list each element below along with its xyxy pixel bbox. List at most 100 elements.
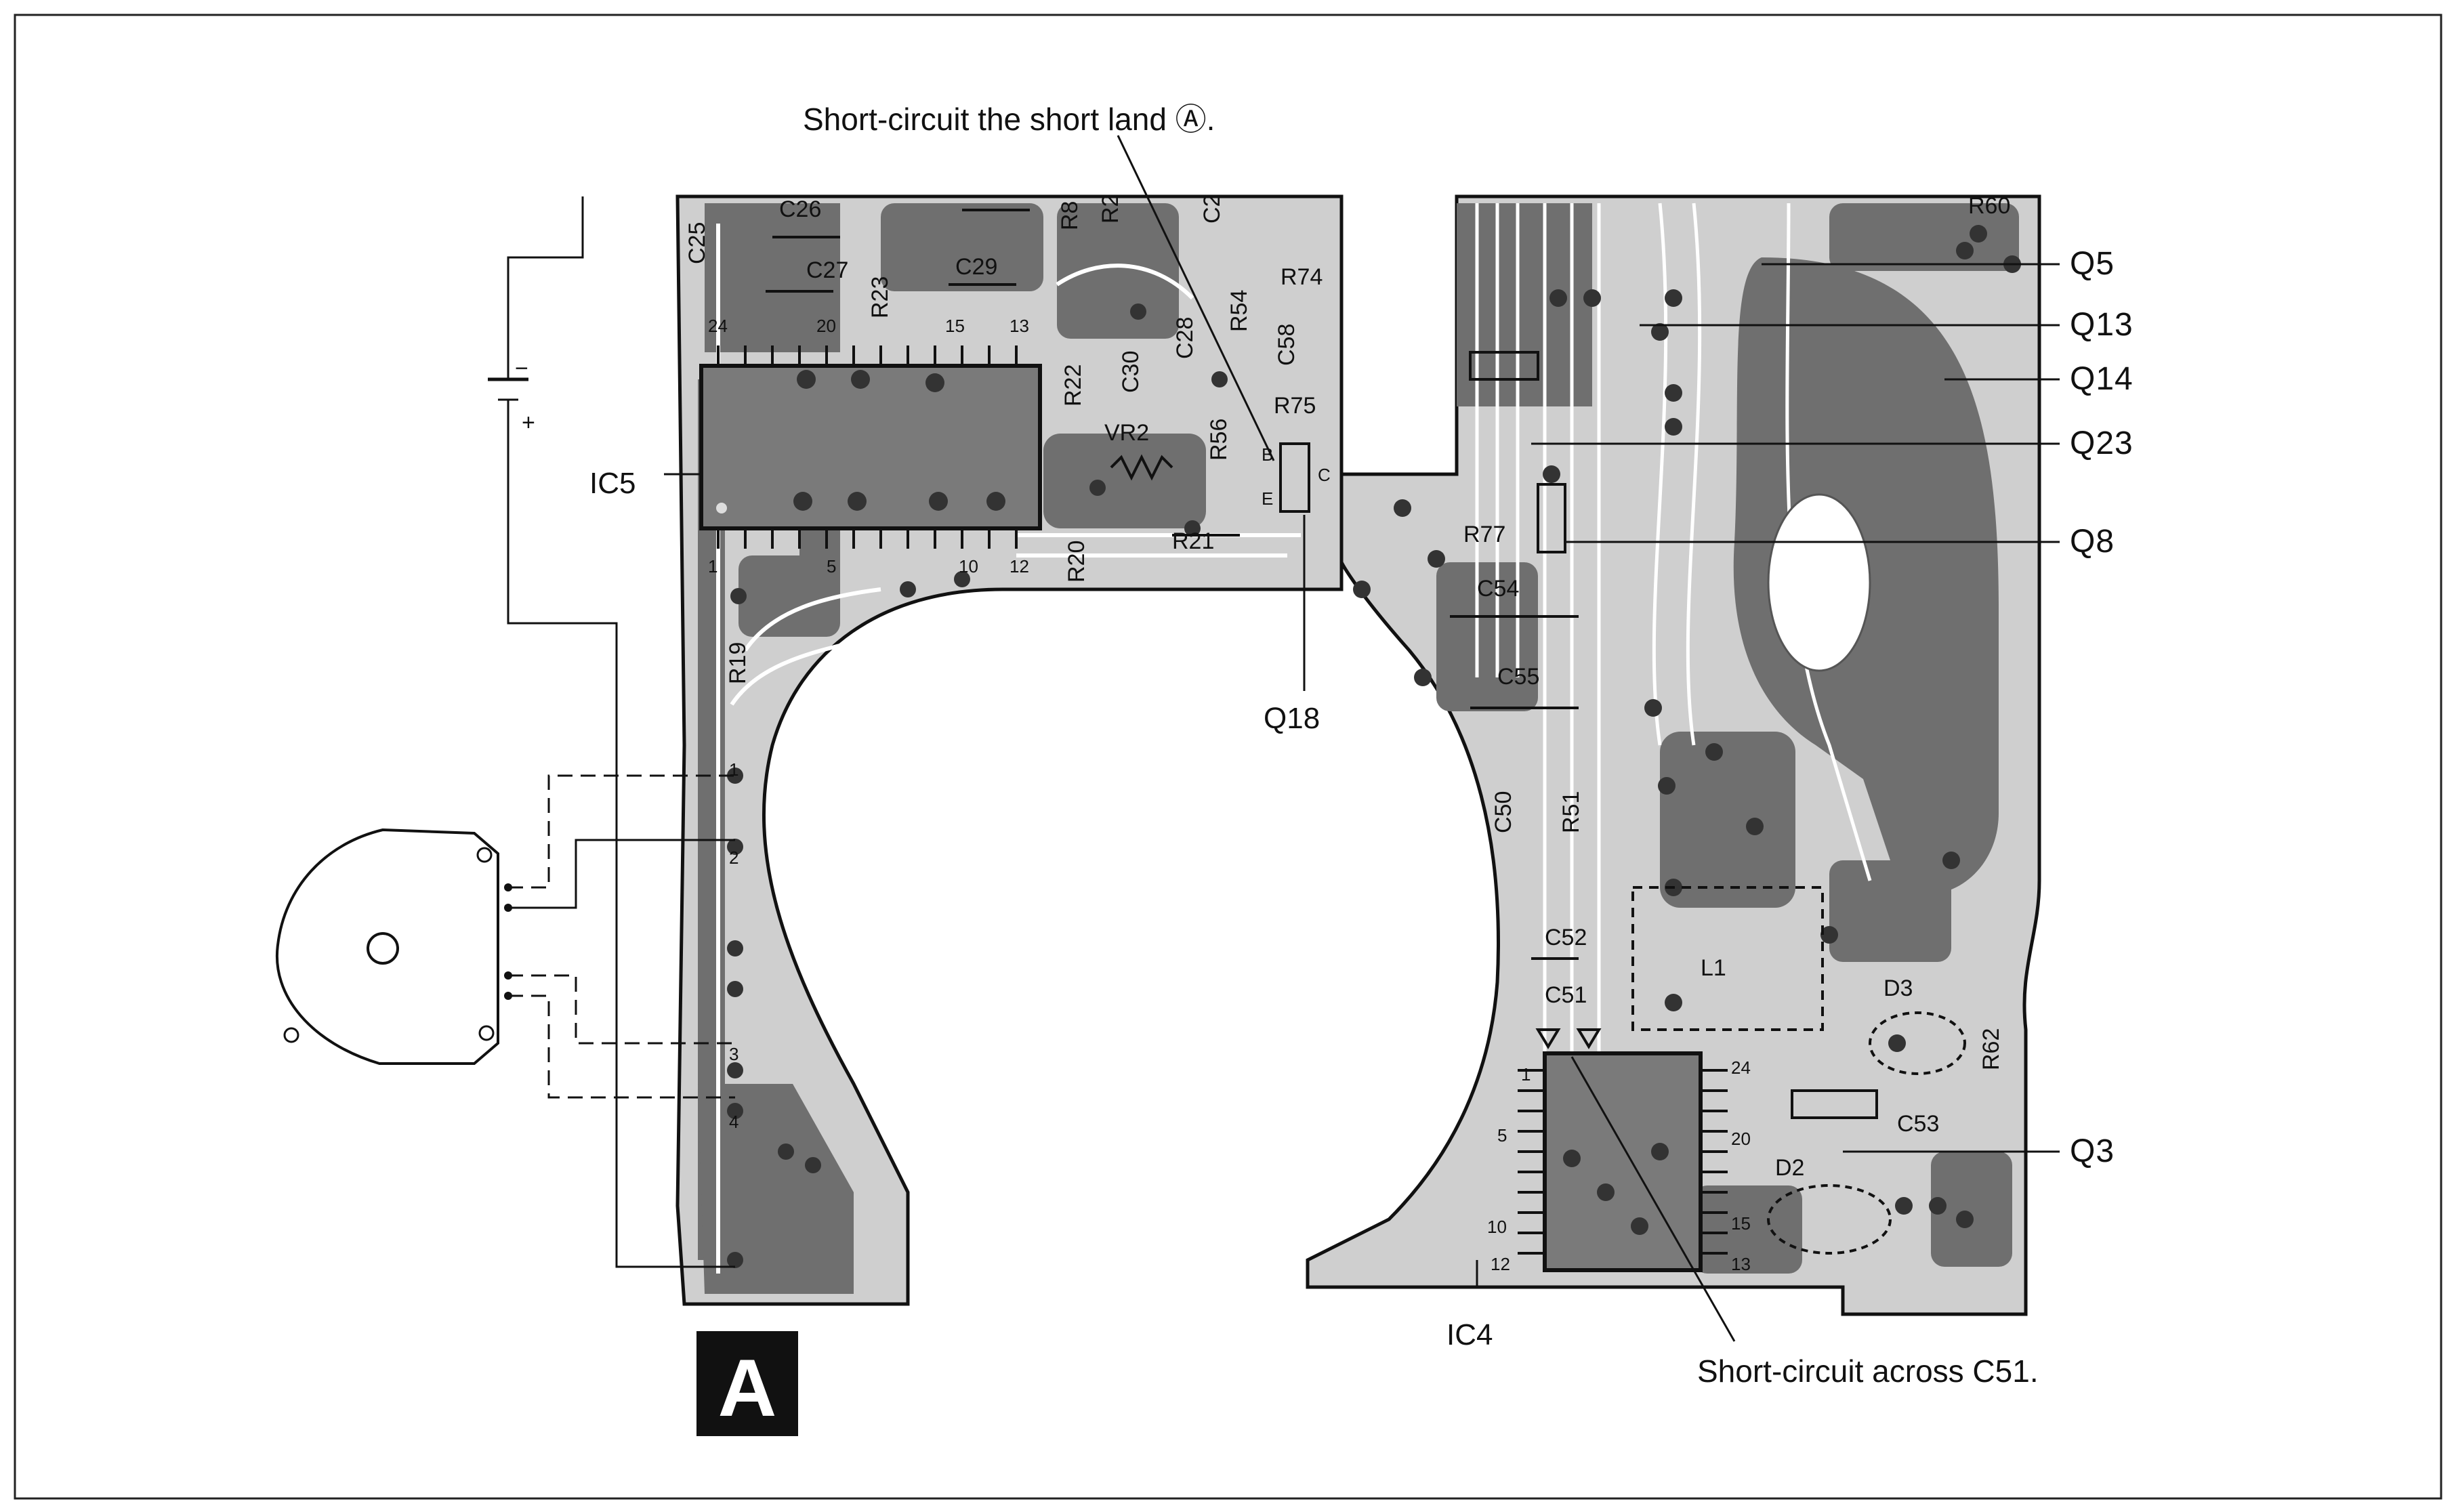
battery-minus: − <box>515 356 528 381</box>
ic5-pin-15: 15 <box>945 316 965 336</box>
label-q3: Q3 <box>2070 1133 2115 1169</box>
label-r54: R54 <box>1226 290 1252 332</box>
ic5-pin-10: 10 <box>959 556 978 576</box>
label-r51: R51 <box>1558 791 1584 833</box>
motor-pin-4: 4 <box>729 1112 738 1132</box>
mounting-hole-oval <box>1767 493 1871 672</box>
ic4-pin-24: 24 <box>1731 1057 1751 1078</box>
outer-frame <box>14 14 2442 1500</box>
transistor-labels: Q5 Q13 Q14 Q23 Q8 Q3 <box>2070 246 2134 1169</box>
label-c58: C58 <box>1274 324 1299 366</box>
label-r62: R62 <box>1978 1028 2004 1070</box>
ic4-pin-10: 10 <box>1487 1217 1507 1237</box>
label-c50: C50 <box>1491 791 1516 833</box>
motor-screw-left <box>283 1027 299 1043</box>
label-r19: R19 <box>725 642 751 684</box>
label-c2: C2 <box>1199 194 1225 224</box>
label-r77: R77 <box>1463 522 1505 547</box>
label-r22: R22 <box>1060 364 1086 406</box>
q18-terminal-e: E <box>1262 488 1273 509</box>
q18-terminal-b: B <box>1262 444 1273 465</box>
label-c55: C55 <box>1497 664 1539 690</box>
label-d2: D2 <box>1775 1155 1804 1181</box>
ic4-pin-1: 1 <box>1521 1064 1531 1085</box>
battery-polarity: − + <box>515 356 535 436</box>
callouts: Short-circuit the short land Ⓐ. Short-ci… <box>589 102 2039 1389</box>
label-c26: C26 <box>779 196 821 222</box>
motor-pin-2: 2 <box>729 847 738 868</box>
component-outlines-right <box>1450 351 1966 1255</box>
ic4-pins <box>1518 1069 1728 1255</box>
note-short-land: Short-circuit the short land Ⓐ. <box>803 102 1215 137</box>
ic5-pin-12: 12 <box>1010 556 1029 576</box>
motor-pad-numbers: 1 2 3 4 <box>729 759 738 1132</box>
label-q5: Q5 <box>2070 246 2115 282</box>
pcb-right-section: R77 C54 C55 C50 R51 C52 C51 L1 D3 R62 C5… <box>1306 193 2041 1316</box>
label-r23: R23 <box>867 276 893 318</box>
solder-pads-right <box>1353 225 2021 1235</box>
label-r2: R2 <box>1098 194 1123 224</box>
label-ic4: IC4 <box>1446 1318 1493 1351</box>
label-vr2: VR2 <box>1104 420 1149 446</box>
ic5-pin-24: 24 <box>708 316 728 336</box>
label-r20: R20 <box>1064 541 1089 583</box>
label-r75: R75 <box>1274 393 1316 419</box>
label-c29: C29 <box>955 254 997 280</box>
ic5-pin1-dot <box>716 503 727 513</box>
label-r74: R74 <box>1281 264 1323 290</box>
motor-screw-bottom <box>478 1025 495 1041</box>
motor-pin-3: 3 <box>729 1044 738 1064</box>
board-text-right: R77 C54 C55 C50 R51 C52 C51 L1 D3 R62 C5… <box>1463 193 2010 1274</box>
label-r8: R8 <box>1057 201 1083 230</box>
label-ic5: IC5 <box>589 467 636 500</box>
ic4-pin-13: 13 <box>1731 1254 1751 1274</box>
panel-label-a: A <box>718 1343 777 1433</box>
battery-circuit <box>488 196 735 1268</box>
leader-lines <box>664 135 2060 1342</box>
label-q18: Q18 <box>1264 702 1320 735</box>
label-c27: C27 <box>806 257 848 283</box>
label-c54: C54 <box>1477 576 1519 602</box>
motor-wiring <box>508 774 735 1099</box>
q18-terminal-c: C <box>1318 465 1331 485</box>
label-c30: C30 <box>1118 351 1144 393</box>
label-r60: R60 <box>1968 193 2010 219</box>
label-c28: C28 <box>1172 317 1198 359</box>
ic4-pin-15: 15 <box>1731 1213 1751 1234</box>
motor-body <box>275 828 499 1065</box>
ic5-chip <box>699 364 1042 530</box>
pcb-left-section: C26 C27 C29 C25 R23 R8 R2 C2 R22 C30 C28… <box>675 194 1344 1306</box>
battery-plus: + <box>522 410 535 436</box>
board-text-left: C26 C27 C29 C25 R23 R8 R2 C2 R22 C30 C28… <box>684 194 1331 684</box>
label-c53: C53 <box>1897 1111 1939 1137</box>
ic4-pin-12: 12 <box>1491 1254 1510 1274</box>
ic4-pin-5: 5 <box>1497 1125 1507 1146</box>
label-r21: R21 <box>1172 528 1214 554</box>
motor <box>275 828 512 1065</box>
motor-screw-top <box>476 847 493 863</box>
label-c51: C51 <box>1545 982 1587 1008</box>
label-l1: L1 <box>1701 955 1726 981</box>
component-outlines-left <box>766 209 1310 537</box>
label-q23: Q23 <box>2070 425 2134 461</box>
ic4-pin-20: 20 <box>1731 1129 1751 1149</box>
label-r56: R56 <box>1206 419 1232 461</box>
solder-pads-left <box>727 303 1228 1268</box>
label-c25: C25 <box>684 222 710 264</box>
motor-terminals <box>504 883 512 1000</box>
ic5-pin-1: 1 <box>708 556 717 576</box>
motor-shaft <box>367 932 399 965</box>
panel-label-bg <box>696 1331 798 1436</box>
label-q13: Q13 <box>2070 307 2134 343</box>
label-q8: Q8 <box>2070 524 2115 560</box>
note-short-c51: Short-circuit across C51. <box>1697 1353 2039 1389</box>
ic5-pin-5: 5 <box>827 556 836 576</box>
label-d3: D3 <box>1883 975 1913 1001</box>
ic5-pin-13: 13 <box>1010 316 1029 336</box>
label-c52: C52 <box>1545 925 1587 950</box>
label-q14: Q14 <box>2070 361 2134 397</box>
panel-label-box: A <box>696 1331 798 1436</box>
ic5-pins <box>717 345 1018 549</box>
